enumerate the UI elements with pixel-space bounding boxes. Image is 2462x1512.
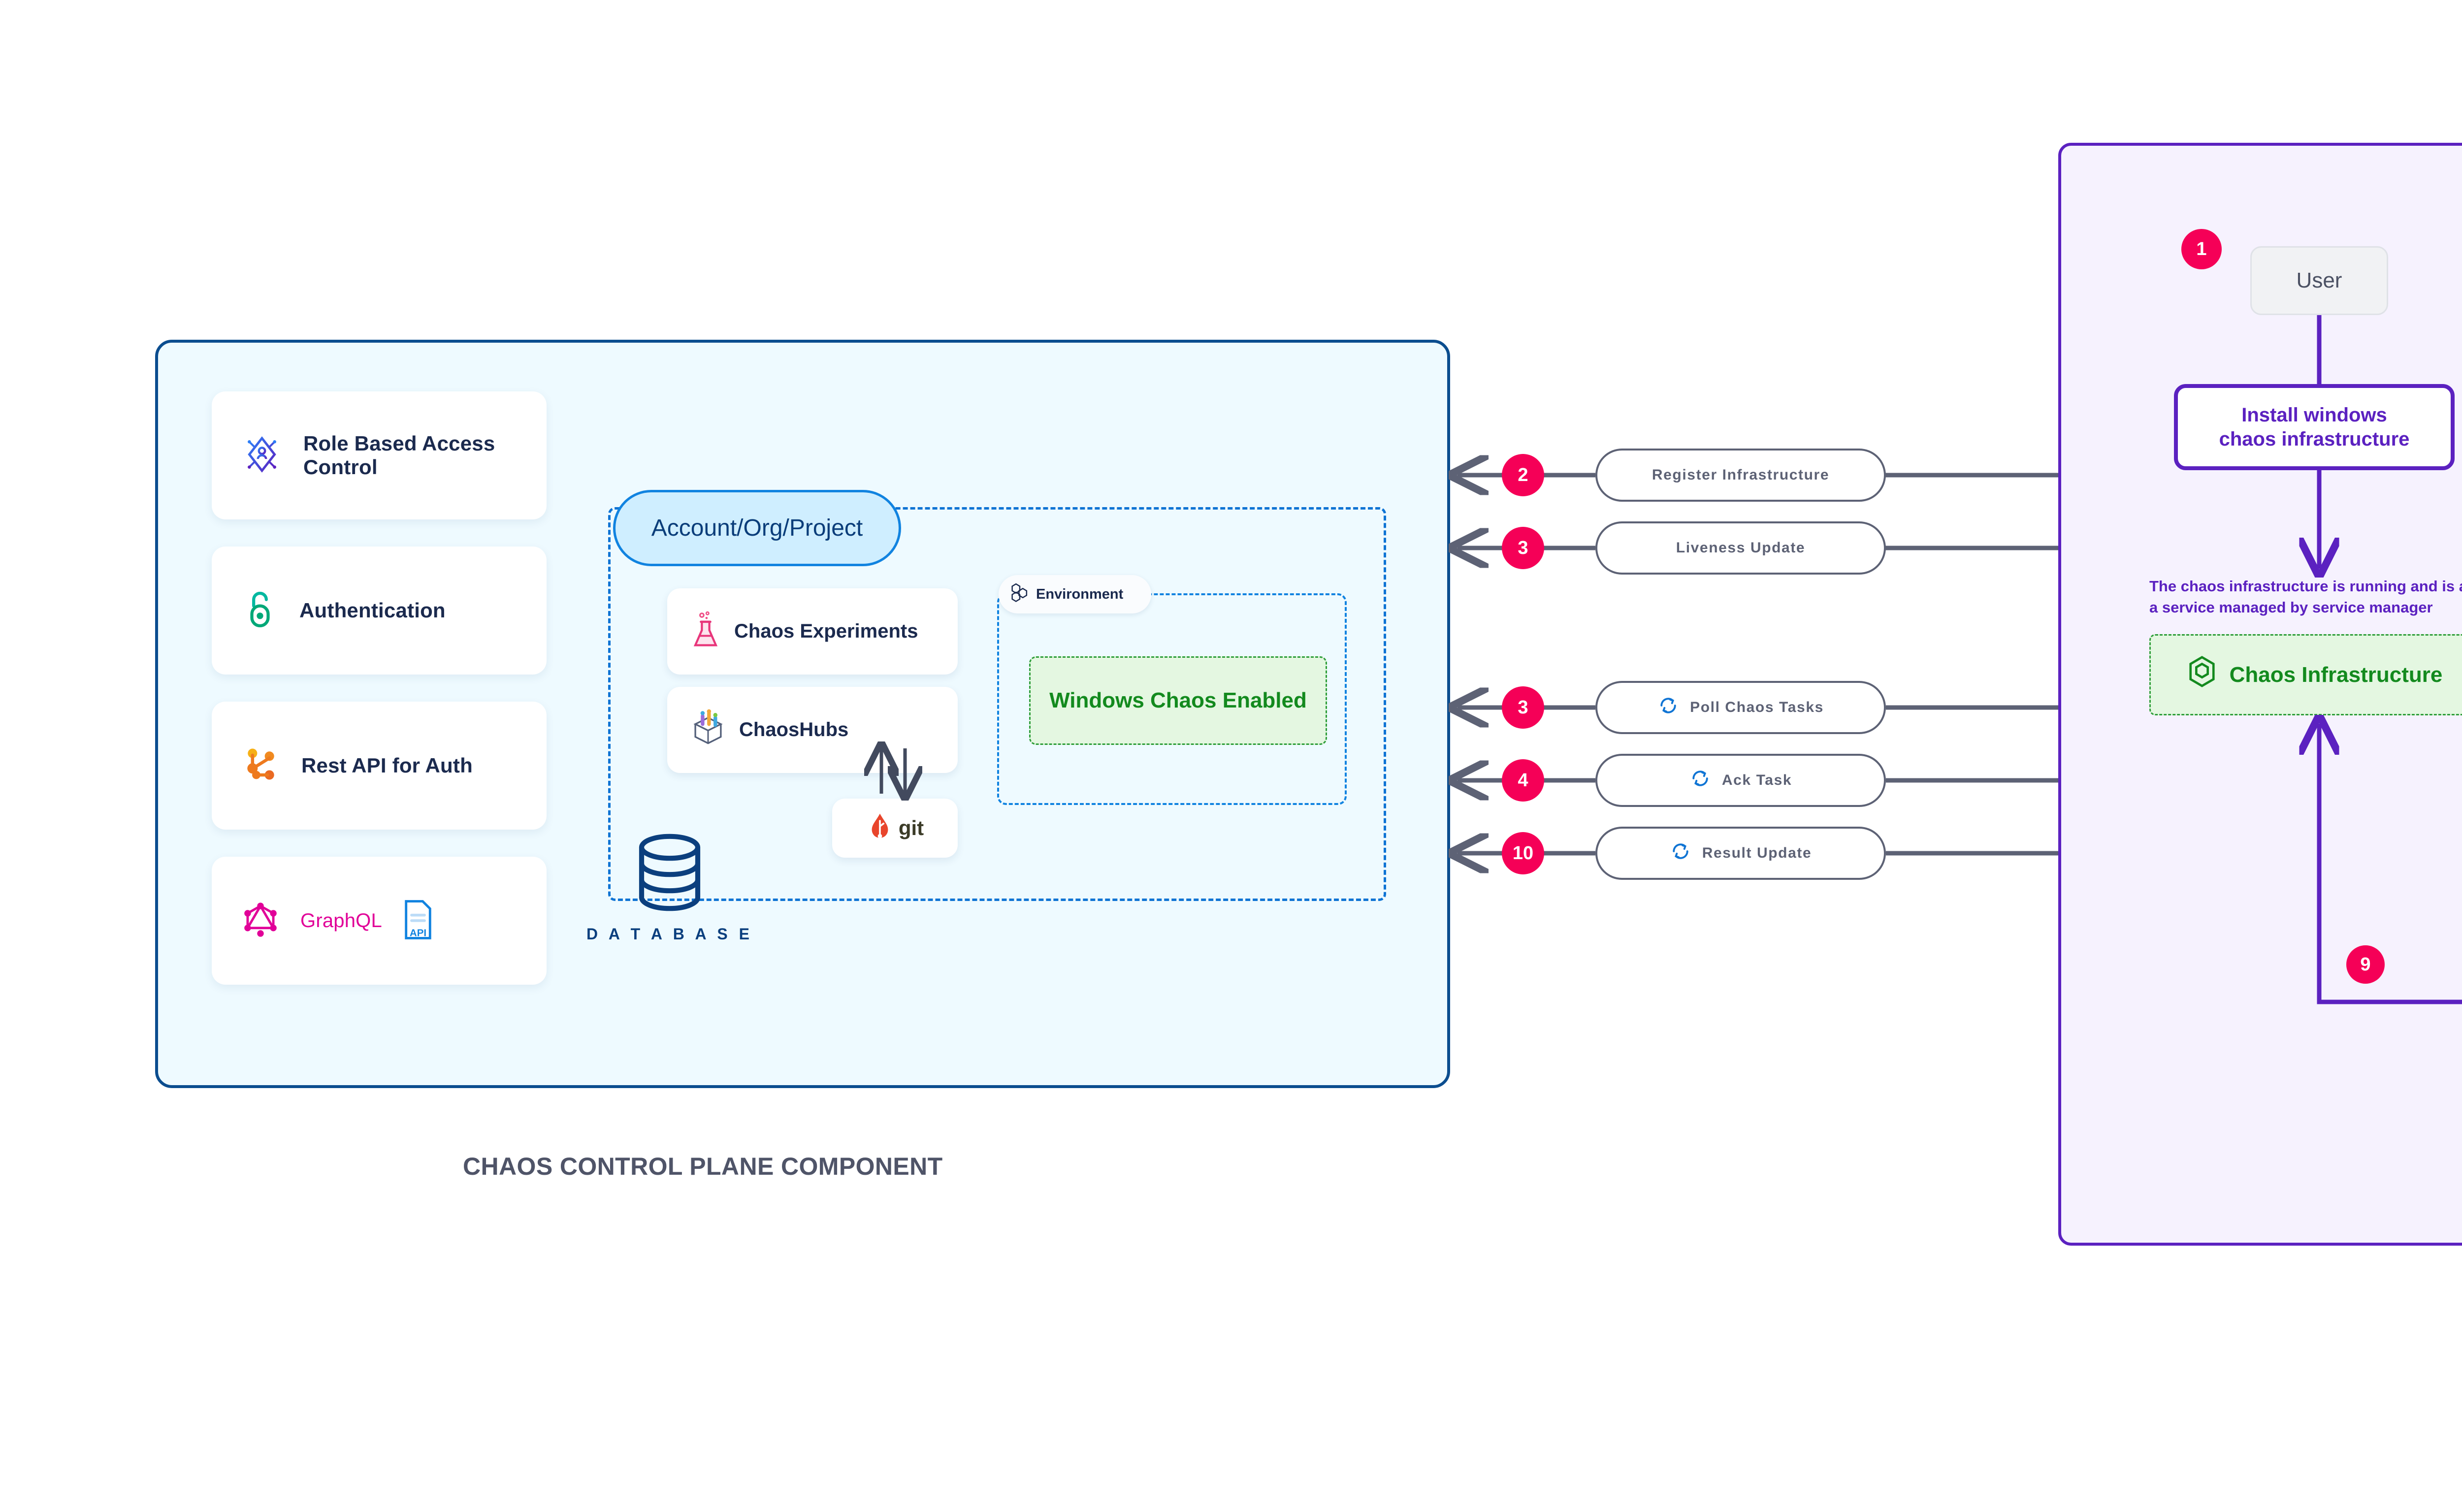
graphql-icon bbox=[240, 900, 281, 942]
feature-label: Authentication bbox=[299, 599, 446, 622]
node-user[interactable]: User bbox=[2250, 246, 2388, 315]
feature-label: Rest API for Auth bbox=[301, 754, 473, 777]
sub-card-label: Chaos Experiments bbox=[734, 620, 918, 642]
sync-icon bbox=[1657, 695, 1679, 720]
pill-label: Ack Task bbox=[1721, 772, 1792, 788]
pill-label: Register Infrastructure bbox=[1652, 467, 1830, 483]
lock-icon bbox=[240, 588, 280, 634]
git-icon bbox=[866, 812, 894, 845]
connector-pill-result-update[interactable]: Result Update bbox=[1595, 827, 1886, 880]
node-label: Install windows chaos infrastructure bbox=[2219, 404, 2410, 450]
hexagon-cluster-icon bbox=[1010, 582, 1029, 606]
api-document-icon: API bbox=[402, 899, 434, 943]
sync-icon bbox=[1689, 768, 1711, 793]
step-badge-fault: 9 bbox=[2346, 945, 2385, 984]
node-install-windows-chaos-infrastructure[interactable]: Install windows chaos infrastructure bbox=[2174, 384, 2455, 470]
sub-card-git[interactable]: git bbox=[832, 799, 958, 858]
step-badge-poll: 3 bbox=[1502, 686, 1544, 729]
step-badge-result: 10 bbox=[1502, 832, 1544, 874]
step-badge-register: 2 bbox=[1502, 454, 1544, 496]
hub-icon bbox=[690, 709, 726, 751]
sub-card-chaoshubs[interactable]: ChaosHubs bbox=[667, 687, 958, 773]
feature-card-authentication[interactable]: Authentication bbox=[212, 547, 547, 675]
flask-icon bbox=[690, 611, 721, 652]
connector-pill-ack-task[interactable]: Ack Task bbox=[1595, 754, 1886, 807]
step-badge-user: 1 bbox=[2181, 229, 2222, 269]
database-icon bbox=[639, 834, 701, 911]
environment-label: Environment bbox=[1036, 586, 1124, 602]
database-group: D A T A B A S E bbox=[586, 832, 753, 943]
sub-card-chaos-experiments[interactable]: Chaos Experiments bbox=[667, 588, 958, 675]
rbac-icon bbox=[240, 433, 284, 479]
connector-pill-liveness-update[interactable]: Liveness Update bbox=[1595, 521, 1886, 575]
sub-card-label: ChaosHubs bbox=[739, 719, 849, 740]
sync-icon bbox=[1670, 840, 1691, 866]
pill-label: Liveness Update bbox=[1676, 540, 1806, 556]
svg-text:API: API bbox=[410, 927, 426, 938]
connector-pill-register-infrastructure[interactable]: Register Infrastructure bbox=[1595, 449, 1886, 502]
windows-chaos-status-box: Windows Chaos Enabled bbox=[1029, 656, 1327, 745]
feature-card-rest-api[interactable]: Rest API for Auth bbox=[212, 702, 547, 830]
feature-card-graphql[interactable]: GraphQL API bbox=[212, 857, 547, 985]
pill-label: Result Update bbox=[1702, 845, 1812, 861]
rest-api-icon bbox=[240, 744, 282, 788]
feature-label: Role Based Access Control bbox=[303, 432, 495, 479]
step-badge-liveness: 3 bbox=[1502, 527, 1544, 569]
control-plane-caption: CHAOS CONTROL PLANE COMPONENT bbox=[463, 1153, 943, 1180]
environment-pill: Environment bbox=[999, 575, 1151, 613]
feature-card-rbac[interactable]: Role Based Access Control bbox=[212, 391, 547, 519]
hexagon-icon bbox=[2187, 655, 2217, 694]
environment-group bbox=[997, 593, 1347, 805]
node-chaos-infrastructure[interactable]: Chaos Infrastructure bbox=[2149, 634, 2462, 715]
git-label: git bbox=[898, 816, 924, 839]
account-org-project-group bbox=[608, 507, 1386, 901]
database-label: D A T A B A S E bbox=[586, 925, 753, 943]
account-org-project-pill: Account/Org/Project bbox=[613, 490, 901, 566]
annotation-chaos-infrastructure: The chaos infrastructure is running and … bbox=[2149, 578, 2462, 616]
connector-pill-poll-chaos-tasks[interactable]: Poll Chaos Tasks bbox=[1595, 681, 1886, 734]
pill-label: Poll Chaos Tasks bbox=[1690, 699, 1824, 715]
feature-label: GraphQL bbox=[300, 909, 382, 932]
node-label: Chaos Infrastructure bbox=[2229, 662, 2443, 687]
step-badge-ack: 4 bbox=[1502, 759, 1544, 802]
